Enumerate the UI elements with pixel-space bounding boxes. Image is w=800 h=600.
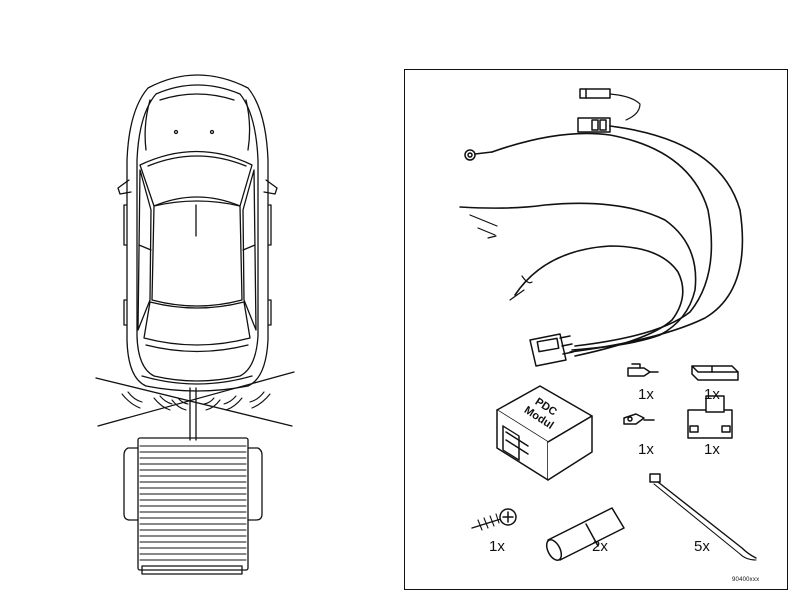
qty-cable-tie: 5x — [694, 538, 710, 555]
hood-line — [159, 93, 235, 101]
blade-connector-male-icon — [623, 413, 655, 425]
mirror-left — [117, 179, 132, 195]
qty-blade-connector-female: 1x — [638, 386, 654, 403]
plug-connector-second — [577, 117, 611, 133]
obstacle-crate — [123, 437, 263, 575]
kit-contents-panel — [404, 69, 788, 590]
windshield — [139, 150, 253, 207]
qty-blade-connector-male: 1x — [638, 441, 654, 458]
harness-wires — [459, 125, 744, 357]
rear-bumper — [141, 375, 253, 385]
obstacle-crate-slats — [139, 445, 247, 561]
heat-shrink-tube-icon — [545, 507, 625, 561]
side-window-right — [242, 169, 257, 331]
cable-tie-icon — [649, 473, 757, 561]
windshield-inner — [147, 155, 247, 167]
qty-screw: 1x — [489, 538, 505, 555]
two-pin-connector-housing-icon — [687, 395, 733, 439]
qty-heat-shrink: 2x — [592, 538, 608, 555]
blade-connector-female-icon — [627, 363, 659, 377]
mirror-right — [263, 179, 278, 195]
reference-code: 90400xxx — [732, 577, 760, 583]
rear-window — [143, 301, 251, 346]
hood-crease-right — [245, 99, 251, 151]
wheel-front-right — [268, 204, 272, 246]
connector-housing-icon — [691, 365, 739, 381]
car-inner-outline — [136, 84, 259, 382]
wheel-rear-left — [123, 299, 127, 326]
hood-crease-left — [144, 99, 151, 151]
detection-line-left-down — [95, 377, 293, 427]
harness-multipin-connector — [529, 333, 574, 367]
roof — [151, 200, 243, 307]
washer-nozzle-right — [209, 129, 215, 135]
plug-connector-top — [579, 88, 641, 121]
b-pillar-right — [242, 244, 256, 251]
qty-two-pin-housing: 1x — [704, 441, 720, 458]
qty-connector-housing: 1x — [704, 386, 720, 403]
trunk-lid — [145, 344, 249, 353]
b-pillar-left — [138, 244, 152, 251]
pdc-module-box — [496, 385, 593, 481]
ring-terminal — [464, 149, 493, 161]
wheel-rear-right — [268, 299, 272, 326]
sensor-waves — [121, 391, 271, 411]
side-window-left — [137, 169, 152, 331]
wheel-front-left — [123, 204, 127, 246]
washer-nozzle-left — [173, 129, 179, 135]
car-body-outline — [126, 74, 269, 392]
self-tapping-screw-icon — [471, 508, 517, 531]
